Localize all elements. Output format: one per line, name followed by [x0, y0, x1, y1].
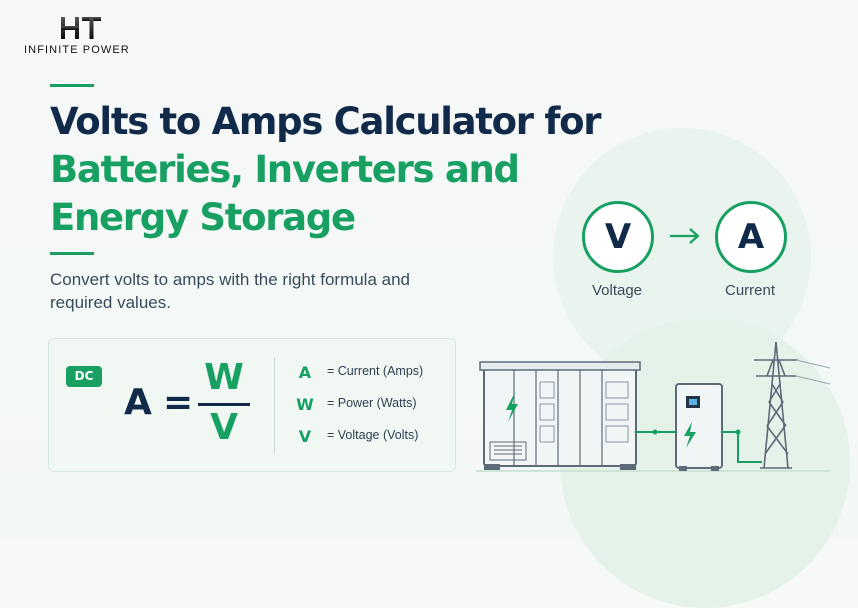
voltage-symbol: V	[604, 217, 632, 257]
current-symbol: A	[737, 217, 765, 257]
page-title: Volts to Amps Calculator for Batteries, …	[50, 98, 602, 242]
title-top-divider	[50, 84, 94, 87]
ht-logo-mark-icon	[61, 17, 101, 39]
arrow-right-icon	[670, 228, 700, 244]
transmission-tower-icon	[754, 341, 831, 469]
formula-card: DC A = W V A = Current (Amps) W = Power …	[48, 338, 456, 472]
brand-logo: INFINITE POWER	[24, 16, 149, 56]
fraction-bar	[198, 403, 250, 406]
page-subtitle: Convert volts to amps with the right for…	[50, 270, 410, 312]
inverter-cabinet-icon	[675, 383, 723, 471]
card-separator	[274, 357, 275, 453]
dc-badge: DC	[66, 366, 102, 387]
legend-symbol: A	[298, 363, 312, 382]
formula-equals: =	[163, 382, 194, 423]
formula-current-symbol: A	[124, 382, 152, 423]
title-line-3: Energy Storage	[50, 196, 356, 239]
legend-symbol: W	[296, 395, 314, 414]
title-line-1: Volts to Amps Calculator for	[50, 100, 602, 143]
legend-text: = Voltage (Volts)	[327, 428, 419, 442]
lightning-bolt-icon	[684, 422, 696, 448]
title-bottom-divider	[50, 252, 94, 255]
power-cable	[722, 431, 762, 463]
lightning-bolt-icon	[506, 392, 518, 422]
battery-container-icon	[479, 361, 641, 470]
legend-symbol: V	[298, 427, 312, 446]
voltage-label: Voltage	[591, 282, 643, 299]
title-line-2: Batteries, Inverters and	[50, 148, 520, 191]
formula-numerator: W	[204, 357, 244, 398]
formula-denominator: V	[210, 407, 238, 448]
current-label: Current	[724, 282, 776, 299]
brand-name: INFINITE POWER	[24, 44, 130, 56]
legend-text: = Power (Watts)	[327, 396, 417, 410]
legend-text: = Current (Amps)	[327, 364, 424, 378]
voltage-symbol-circle: V	[582, 201, 654, 273]
energy-storage-illustration	[476, 341, 831, 472]
current-symbol-circle: A	[715, 201, 787, 273]
